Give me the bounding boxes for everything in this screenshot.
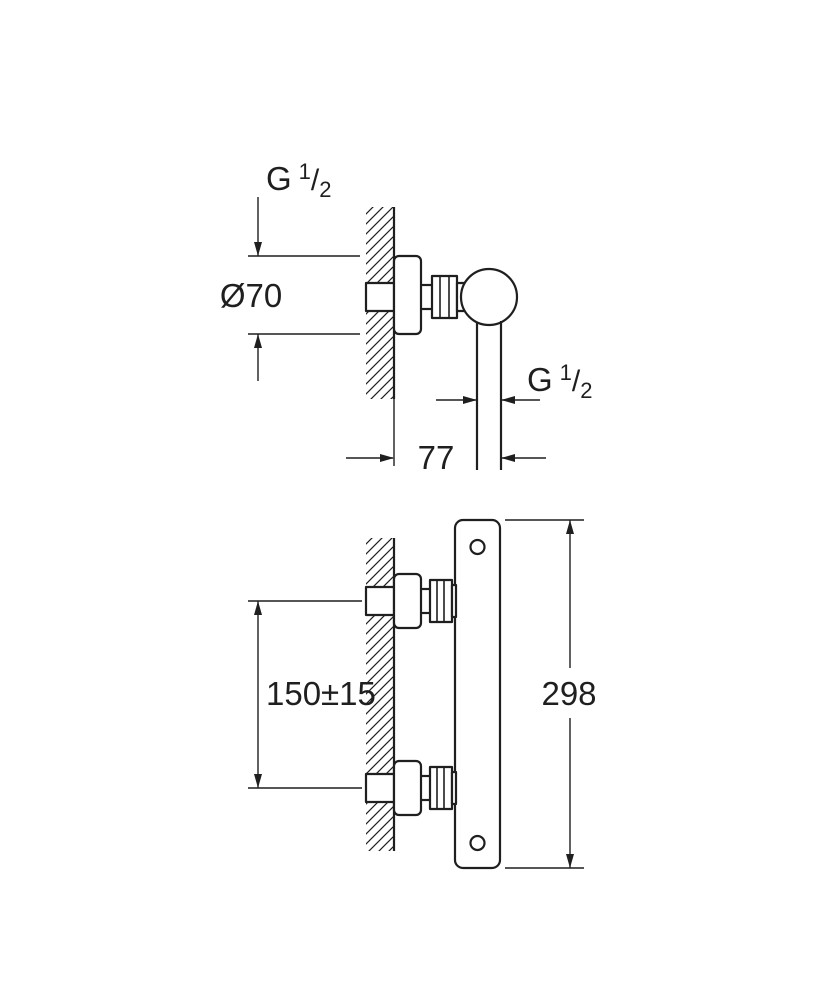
front-view: 150±15 298	[248, 518, 597, 870]
escutcheon	[392, 572, 423, 630]
lower-inlet-connection	[364, 759, 458, 817]
hex-union-nut	[428, 578, 454, 624]
dim-arrow-down	[566, 854, 574, 868]
body-collar	[450, 583, 458, 619]
inlet-union-square	[364, 585, 396, 617]
hex-union-nut	[430, 274, 459, 320]
dim-arrow-up	[254, 601, 262, 615]
dim-arrow-down	[254, 242, 262, 256]
hex-union-nut	[428, 765, 454, 811]
body-collar	[450, 770, 458, 806]
thermostat-body-bar	[453, 518, 502, 870]
inlet-union-square	[364, 772, 396, 804]
dim-label-298: 298	[541, 675, 596, 712]
screw-cover-top	[469, 538, 486, 556]
screw-cover-bottom	[469, 834, 486, 852]
dim-arrow-right	[463, 396, 477, 404]
inlet-union-square	[364, 281, 396, 313]
dim-label-77: 77	[418, 439, 455, 476]
thermostat-knob-circle	[459, 267, 519, 327]
dim-arrow-down	[254, 774, 262, 788]
escutcheon	[392, 759, 423, 817]
dim-arrow-right	[380, 454, 394, 462]
dim-label-150: 150±15	[266, 675, 376, 712]
upper-inlet-connection	[364, 572, 458, 630]
dim-arrow-up	[566, 520, 574, 534]
dim-label-dia70: Ø70	[220, 277, 282, 314]
escutcheon-side	[392, 254, 423, 336]
